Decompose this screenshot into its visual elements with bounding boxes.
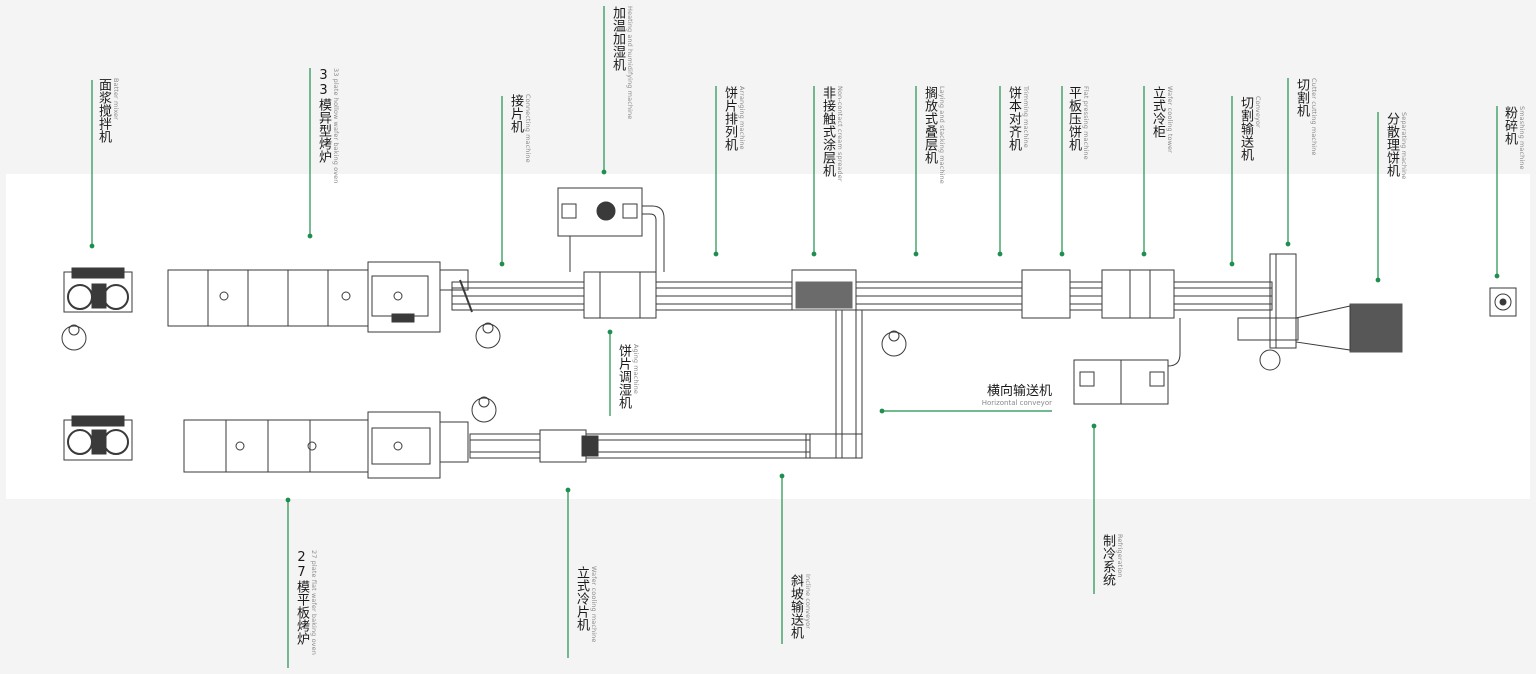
batter-mixer-lower xyxy=(63,415,133,461)
leader-lines xyxy=(89,6,1500,668)
leader-dot-cooling-tower xyxy=(1141,251,1147,257)
refrigeration-drawing xyxy=(1073,318,1181,405)
leader-dot-incline xyxy=(779,473,785,479)
leader-dot-aging xyxy=(607,329,613,335)
leader-dot-batter-mixer xyxy=(89,243,95,249)
oven-27-drawing xyxy=(183,411,469,479)
heating-humidifying-drawing xyxy=(557,187,665,272)
smashing-drawing xyxy=(1489,287,1517,317)
leader-dot-horizontal-conveyor xyxy=(879,408,885,414)
leader-dot-wafer-cooling xyxy=(565,487,571,493)
lower-conveyor-drawing xyxy=(469,429,811,463)
label-horizontal-conveyor: 横向输送机 Horizontal conveyor xyxy=(940,380,1052,407)
leader-dot-trimming xyxy=(997,251,1003,257)
leader-dot-cutting xyxy=(1285,241,1291,247)
leader-dot-separating xyxy=(1375,277,1381,283)
cutting-separating-drawing xyxy=(1237,253,1403,371)
leader-dot-cream-spreader xyxy=(811,251,817,257)
leader-dot-arranging xyxy=(713,251,719,257)
leader-dot-connecting xyxy=(499,261,505,267)
leader-dot-oven-33 xyxy=(307,233,313,239)
horizontal-conveyor-zh: 横向输送机 xyxy=(986,384,1052,399)
upper-conveyor-drawing xyxy=(451,269,1273,319)
incline-conveyor-drawing xyxy=(805,309,863,459)
leader-dot-conveyor xyxy=(1229,261,1235,267)
leader-dot-smashing xyxy=(1494,273,1500,279)
leader-dot-heating xyxy=(601,169,607,175)
operator-figures xyxy=(471,322,907,423)
leader-dot-stacking xyxy=(913,251,919,257)
batter-mixer-upper xyxy=(61,267,133,351)
leader-dot-refrigeration xyxy=(1091,423,1097,429)
oven-33-drawing xyxy=(167,261,469,333)
leader-dot-flat-pressing xyxy=(1059,251,1065,257)
horizontal-conveyor-en: Horizontal conveyor xyxy=(981,399,1052,407)
leader-dot-oven-27 xyxy=(285,497,291,503)
